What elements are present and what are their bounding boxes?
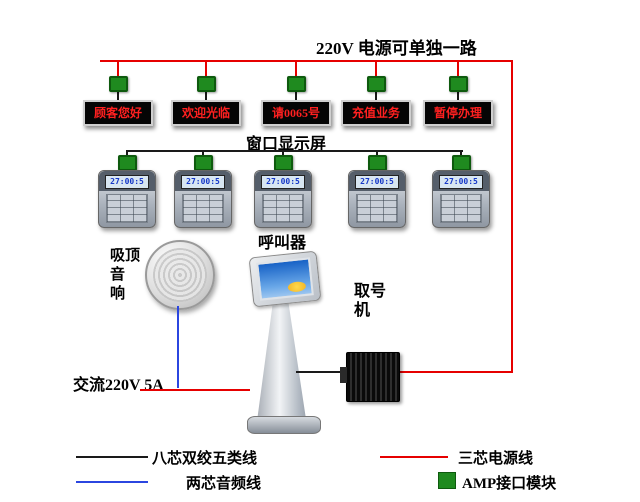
amp-interface-module-icon [194,155,213,171]
display-stub-line [205,90,207,100]
kiosk-head [248,250,322,308]
power-drop-line [457,60,459,76]
power-line-right [511,60,513,373]
display-stub-line [457,90,459,100]
kiosk-screen [256,257,314,301]
display-stub-line [295,90,297,100]
legend-line-black [76,456,148,458]
ceiling-speaker [145,240,215,310]
legend-label-power-cable: 三芯电源线 [458,451,534,467]
amp-interface-module-icon [452,155,471,171]
amp-module [340,352,400,402]
caller-stub-line [460,150,462,157]
led-display: 充值业务 [341,100,411,126]
led-display: 顾客您好 [83,100,153,126]
caller-lcd: 27:00:5 [439,175,483,189]
led-display: 暂停办理 [423,100,493,126]
led-display: 欢迎光临 [171,100,241,126]
amp-interface-module-icon [449,76,468,92]
amp-interface-module-icon [287,76,306,92]
legend-line-blue [76,481,148,483]
amp-interface-module-icon [118,155,137,171]
caller-device: 27:00:5 [254,170,312,228]
power-drop-line [205,60,207,76]
caller-device: 27:00:5 [432,170,490,228]
amp-interface-module-icon [109,76,128,92]
caller-section-label: 呼叫器 [258,235,307,252]
caller-keypad [182,194,224,223]
speaker-mesh [153,248,207,302]
power-line-to-amp [398,371,513,373]
ac-power-label: 交流220V 5A [73,377,164,394]
caller-keypad [106,194,148,223]
caller-stub-line [126,150,128,157]
kiosk-screen-graphic [287,280,307,293]
caller-device: 27:00:5 [348,170,406,228]
caller-device: 27:00:5 [98,170,156,228]
power-bus-line [100,60,513,62]
display-stub-line [375,90,377,100]
kiosk-base [247,416,321,434]
legend-label-amp-module: AMP接口模块 [462,476,557,492]
caller-device: 27:00:5 [174,170,232,228]
caller-lcd: 27:00:5 [261,175,305,189]
audio-line [177,306,179,388]
legend-line-red [380,456,448,458]
amp-interface-module-icon [274,155,293,171]
caller-lcd: 27:00:5 [181,175,225,189]
caller-lcd: 27:00:5 [105,175,149,189]
display-section-label: 窗口显示屏 [246,136,327,153]
amp-interface-module-icon [368,155,387,171]
power-circuit-title: 220V 电源可单独一路 [316,39,477,58]
display-stub-line [117,90,119,100]
kiosk-body [257,298,307,420]
caller-keypad [262,194,304,223]
amp-interface-module-icon [367,76,386,92]
caller-bus-line [127,150,463,152]
caller-stub-line [202,150,204,157]
power-drop-line [117,60,119,76]
power-line-to-kiosk [140,389,250,391]
caller-lcd: 27:00:5 [355,175,399,189]
speaker-label: 吸顶 音 响 [110,248,141,302]
caller-stub-line [376,150,378,157]
amp-connector [340,367,347,383]
data-line-to-amp [296,371,346,373]
legend-label-audio-cable: 两芯音频线 [186,476,262,492]
caller-keypad [356,194,398,223]
power-drop-line [295,60,297,76]
legend-swatch-amp-module [438,472,456,489]
kiosk-label: 取号 机 [354,283,387,319]
caller-keypad [440,194,482,223]
legend-label-data-cable: 八芯双绞五类线 [152,451,258,467]
power-drop-line [375,60,377,76]
led-display: 请0065号 [261,100,331,126]
caller-stub-line [282,150,284,157]
amp-interface-module-icon [197,76,216,92]
